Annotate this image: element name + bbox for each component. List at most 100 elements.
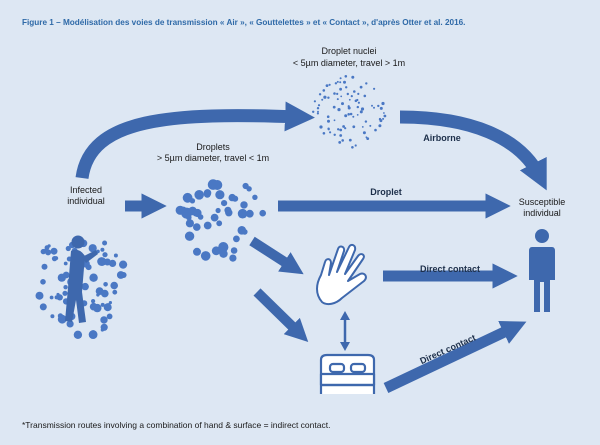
droplet-dot [259, 209, 267, 217]
infected-dot [66, 320, 74, 328]
infected-dot [47, 244, 51, 248]
droplet-dot [203, 221, 212, 230]
infected-dot [103, 282, 108, 287]
infected-dot [96, 293, 100, 297]
infected-dot [113, 253, 118, 258]
droplet-nucleus-dot [322, 89, 326, 92]
droplet-nuclei-label-line1: Droplet nuclei [321, 46, 376, 56]
infected-dot [54, 295, 59, 300]
droplet-nucleus-dot [333, 119, 336, 122]
droplet-dot [200, 251, 211, 261]
droplet-nucleus-dot [339, 128, 343, 132]
infected-dot [63, 261, 68, 266]
droplet-nucleus-dot [317, 110, 319, 113]
figure-footnote: *Transmission routes involving a combina… [22, 420, 330, 430]
infected-dot [40, 279, 46, 285]
infected-dot [63, 285, 68, 290]
droplet-nucleus-dot [348, 138, 352, 142]
droplet-nucleus-dot [379, 119, 383, 123]
droplet-nucleus-dot [337, 128, 340, 131]
droplet-nucleus-dot [382, 117, 385, 120]
droplet-dot [245, 209, 254, 218]
droplet-dot [233, 235, 240, 243]
droplet-nucleus-dot [357, 92, 360, 95]
droplet-dot [193, 223, 201, 231]
infected-dot [100, 302, 105, 307]
infected-dot [97, 257, 106, 266]
droplet-nucleus-dot [369, 124, 372, 127]
infected-dot [102, 252, 108, 258]
droplet-nucleus-dot [339, 81, 342, 84]
droplet-nucleus-dot [339, 77, 342, 80]
bed-pillow-right [349, 362, 367, 374]
droplet-nucleus-dot [321, 98, 324, 101]
droplet-nucleus-dot [319, 125, 323, 129]
arrow-droplets-to-hand [249, 236, 304, 275]
droplet-nucleus-dot [316, 107, 320, 110]
droplet-nucleus-dot [378, 124, 382, 128]
droplet-nucleus-dot [366, 137, 370, 141]
droplet-dot [228, 193, 236, 202]
droplet-nucleus-dot [383, 114, 387, 118]
droplet-nucleus-dot [327, 127, 330, 130]
infected-dot [108, 301, 112, 305]
infected-dot [100, 316, 108, 324]
infected-dot [93, 303, 102, 313]
droplet-dot [219, 249, 228, 258]
droplet-nucleus-dot [344, 75, 348, 78]
droplet-nucleus-dot [357, 101, 360, 104]
droplet-dot [240, 201, 248, 209]
droplet-dot [197, 214, 204, 220]
infected-dot [88, 244, 97, 253]
droplet-nucleus-dot [317, 104, 321, 107]
arrow-bed-to-susceptible [383, 320, 527, 393]
infected-dot [85, 264, 92, 271]
sneezing-person-body [65, 249, 86, 323]
droplet-nucleus-dot [383, 112, 385, 114]
droplet-nucleus-dot [316, 112, 319, 115]
infected-dot [50, 247, 58, 255]
droplet-nucleus-dot [373, 106, 375, 109]
infected-dot [62, 271, 70, 279]
droplet-nucleus-dot [373, 87, 376, 90]
infected-dot [106, 303, 111, 307]
droplet-dot [186, 214, 192, 221]
droplet-nucleus-dot [347, 105, 350, 108]
droplet-nucleus-dot [354, 144, 357, 147]
droplet-nucleus-dot [337, 108, 341, 112]
droplet-nucleus-dot [365, 82, 368, 85]
droplet-nucleus-dot [327, 96, 330, 99]
droplet-nucleus-dot [336, 80, 339, 83]
infected-dot [119, 260, 128, 269]
droplet-nucleus-dot [371, 104, 373, 107]
infected-dot [110, 281, 118, 290]
arrow-head-up [340, 311, 350, 320]
arrow-droplets-to-bed [253, 288, 309, 343]
infected-dot [65, 245, 71, 252]
sneezing-person-head [71, 235, 85, 249]
droplet-nucleus-dot [323, 95, 327, 99]
droplet-nucleus-dot [318, 93, 322, 96]
infected-dot [81, 282, 89, 291]
hand-outline [316, 243, 367, 306]
droplet-dot [211, 246, 221, 256]
infected-dot [91, 299, 96, 304]
droplet-nucleus-dot [344, 127, 347, 130]
droplet-dot [225, 209, 233, 217]
route-label-airborne: Airborne [423, 133, 461, 143]
infected-dot [57, 314, 67, 324]
droplet-nucleus-dot [361, 126, 364, 128]
droplet-nucleus-dot [363, 94, 367, 98]
droplet-nucleus-dot [377, 104, 380, 108]
droplet-dot [210, 213, 219, 222]
infected-dot [100, 328, 105, 332]
infected-dot [62, 290, 68, 296]
droplet-dot [193, 247, 201, 256]
droplet-nucleus-dot [343, 80, 346, 84]
hand-icon [316, 243, 367, 306]
droplet-nucleus-dot [346, 92, 349, 96]
sneezing-person-icon [65, 235, 98, 323]
droplet-nucleus-dot [351, 146, 354, 149]
